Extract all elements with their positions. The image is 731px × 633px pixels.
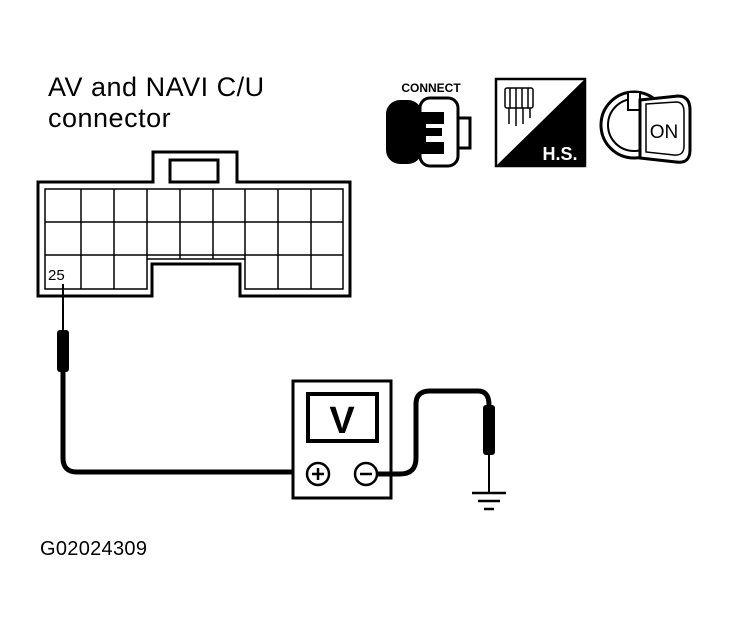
connector-title-line1: AV and NAVI C/U (48, 72, 265, 102)
voltmeter: V (291, 379, 393, 500)
connect-icon-label: CONNECT (401, 81, 461, 95)
connector (36, 150, 352, 298)
ground-icon (472, 491, 506, 511)
figure-code: G02024309 (40, 538, 148, 560)
connector-title-line2: connector (48, 103, 172, 133)
harness-side-label: H.S. (542, 144, 577, 164)
harness-side-icon: H.S. (494, 77, 587, 168)
voltmeter-unit: V (329, 400, 355, 442)
connector-title: AV and NAVI C/U connector (48, 72, 265, 134)
ignition-on-icon: ON (599, 90, 692, 164)
pin-25-label: 25 (48, 267, 65, 284)
connect-icon: CONNECT (386, 81, 472, 168)
positive-probe (57, 284, 296, 475)
ignition-on-label: ON (650, 122, 679, 143)
negative-probe (378, 388, 495, 492)
